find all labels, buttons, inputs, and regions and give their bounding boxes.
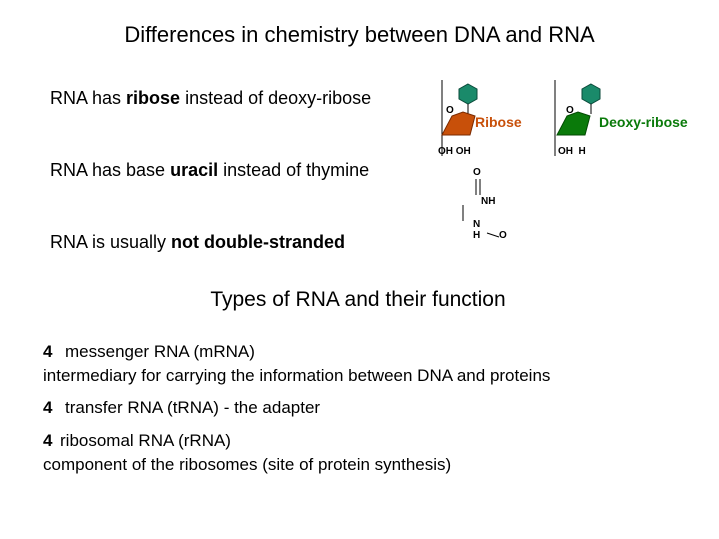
difference-item-strands: RNA is usually not double-stranded [50, 232, 345, 253]
difference-text: RNA has [50, 88, 127, 108]
difference-bold: ribose [126, 88, 181, 108]
rna-type-mrna: 4 messenger RNA (mRNA) intermediary for c… [43, 340, 550, 388]
difference-bold: not double-stranded [171, 232, 346, 252]
deoxyribose-pentose-ring [556, 111, 591, 136]
rna-type-desc: intermediary for carrying the informatio… [43, 366, 551, 385]
uracil-structure [462, 179, 500, 238]
difference-bold: uracil [170, 160, 219, 180]
ribose-ring-oxygen: O [446, 105, 454, 116]
rna-type-name: messenger RNA (mRNA) [65, 342, 255, 361]
rna-type-name: ribosomal RNA (rRNA) [60, 431, 231, 450]
difference-text: instead of thymine [218, 160, 370, 180]
bullet-icon: 4 [43, 398, 53, 417]
ribose-pentose-ring [441, 111, 476, 136]
difference-text: instead of deoxy-ribose [180, 88, 372, 108]
difference-text: RNA is usually [50, 232, 172, 252]
uracil-top-oxygen: O [473, 167, 481, 178]
uracil-nh: NH [481, 196, 496, 207]
ribose-structure [441, 80, 478, 156]
deoxyribose-base-hexagon [581, 83, 601, 105]
bullet-icon: 4 [43, 431, 53, 450]
difference-item-ribose: RNA has ribose instead of deoxy-ribose [50, 88, 371, 109]
bullet-icon: 4 [43, 342, 53, 361]
difference-item-uracil: RNA has base uracil instead of thymine [50, 160, 369, 181]
slide-title: Differences in chemistry between DNA and… [124, 22, 595, 47]
rna-type-desc: component of the ribosomes (site of prot… [43, 455, 452, 474]
rna-type-trna: 4 transfer RNA (tRNA) - the adapter [43, 396, 320, 420]
uracil-n: N [473, 219, 481, 230]
uracil-h: H [473, 230, 481, 241]
rna-type-name: transfer RNA (tRNA) - the adapter [65, 398, 321, 417]
section-title: Types of RNA and their function [210, 288, 506, 311]
deoxyribose-label: Deoxy-ribose [599, 114, 688, 130]
deoxyribose-ring-oxygen: O [566, 105, 574, 116]
uracil-right-oxygen: O [499, 230, 507, 241]
ribose-label: Ribose [475, 114, 522, 130]
rna-type-rrna: 4 ribosomal RNA (rRNA) component of the r… [43, 429, 451, 477]
deoxyribose-substituents: OH H [558, 146, 586, 157]
ribose-substituents: OH OH [438, 146, 471, 157]
ribose-base-hexagon [458, 83, 478, 105]
difference-text: RNA has base [50, 160, 171, 180]
deoxyribose-structure [554, 80, 601, 156]
